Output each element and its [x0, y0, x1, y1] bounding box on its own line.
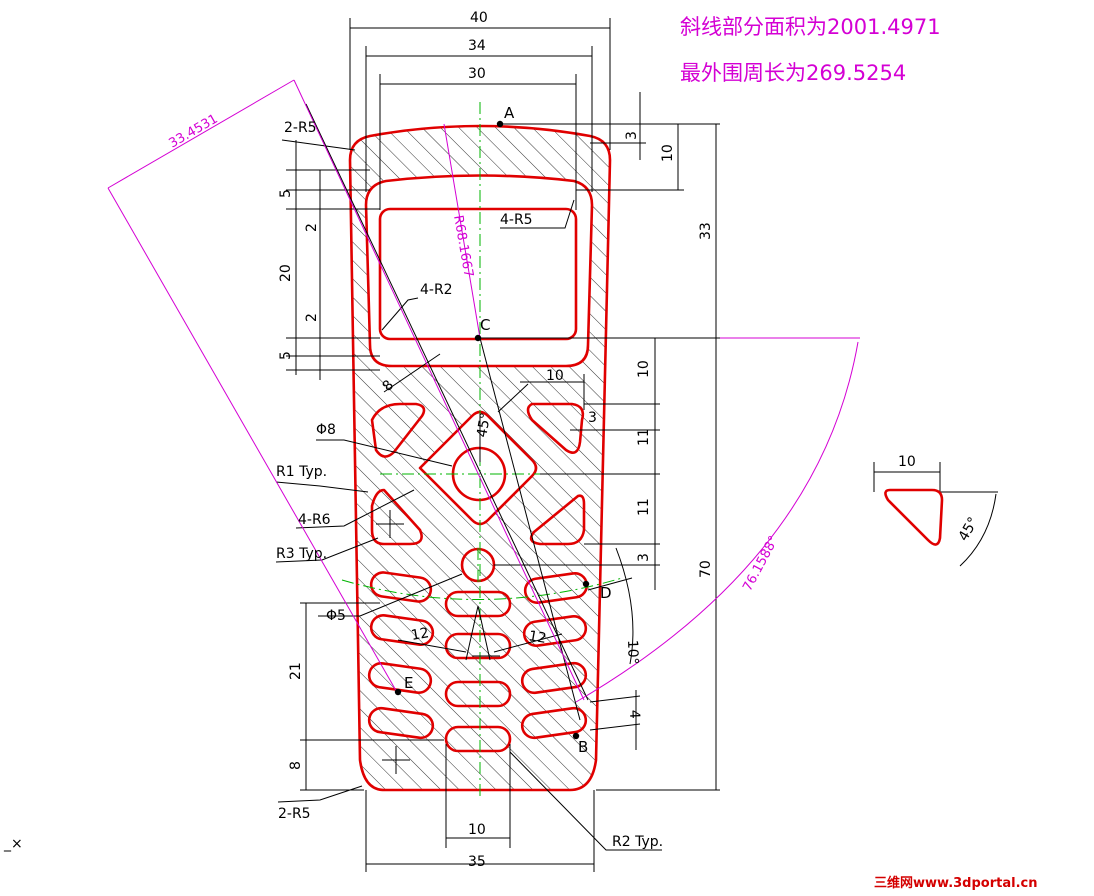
- callout-4-r6: 4-R6: [298, 512, 331, 528]
- dim-45-triangle: 45°: [956, 514, 982, 544]
- perimeter-note: 最外围周长为269.5254: [680, 61, 906, 85]
- callout-r1-typ: R1 Typ.: [276, 464, 327, 480]
- dim-2-top: 2: [304, 223, 320, 232]
- corner-mark: _×: [3, 836, 23, 852]
- dim-3-right: 3: [636, 553, 652, 562]
- callout-4-r2-window: 4-R2: [420, 282, 453, 298]
- dim-10-degree: 10°: [624, 640, 641, 665]
- dim-10-key: 10: [546, 368, 564, 384]
- measure-lines: [107, 79, 860, 703]
- hatched-area: [350, 126, 610, 790]
- callout-phi8: Φ8: [316, 422, 336, 438]
- measure-diagonal-length: 33.4531: [167, 112, 221, 152]
- dim-12-right: 12: [527, 628, 547, 647]
- screen-frame: [364, 174, 594, 368]
- dim-45-diamond: 45°: [474, 411, 494, 438]
- dim-3-top: 3: [624, 131, 640, 140]
- point-label-d: D: [600, 584, 612, 602]
- dim-12-left: 12: [410, 625, 430, 644]
- dim-33: 33: [698, 222, 714, 240]
- dim-width-40: 40: [470, 10, 488, 26]
- callout-phi5: Φ5: [326, 608, 346, 624]
- dim-10-right: 10: [636, 360, 652, 378]
- point-label-b: B: [578, 738, 588, 756]
- dim-11-upper: 11: [636, 428, 652, 446]
- dim-2-bottom: 2: [304, 313, 320, 322]
- dim-70: 70: [698, 560, 714, 578]
- nav-diamond: [418, 410, 538, 526]
- watermark-background: [870, 874, 1084, 892]
- key: [444, 725, 512, 753]
- soft-key-right: [526, 402, 585, 454]
- soft-key-left: [370, 402, 426, 458]
- point-label-c: C: [480, 316, 490, 334]
- dim-5-top: 5: [278, 189, 294, 198]
- dim-8: 8: [288, 761, 304, 770]
- dim-21: 21: [288, 662, 304, 680]
- key: [367, 706, 435, 740]
- dim-10-triangle: 10: [898, 454, 916, 470]
- dim-width-30: 30: [468, 66, 486, 82]
- callout-r2-typ: R2 Typ.: [612, 834, 663, 850]
- dim-4-small: 4: [626, 710, 642, 720]
- watermark: 三维网www.3dportal.cn: [874, 875, 1037, 891]
- area-note: 斜线部分面积为2001.4971: [680, 15, 941, 39]
- key: [520, 661, 588, 695]
- dim-3-key: 3: [588, 410, 597, 426]
- key: [444, 590, 512, 618]
- point-label-a: A: [504, 104, 515, 122]
- measure-arc-radius: R68.1667: [450, 214, 476, 278]
- dim-10-bottom: 10: [468, 822, 486, 838]
- key-points: [394, 120, 590, 740]
- dim-5-bottom: 5: [278, 351, 294, 360]
- measure-angle: 76.1588°: [740, 534, 782, 594]
- key: [369, 614, 435, 646]
- callout-r3-typ: R3 Typ.: [276, 546, 327, 562]
- key: [444, 680, 512, 708]
- centerlines: [341, 102, 623, 800]
- callout-4-r5-window: 4-R5: [500, 212, 533, 228]
- callout-2-r5-bottom: 2-R5: [278, 806, 311, 822]
- key: [444, 632, 512, 660]
- key: [520, 706, 588, 740]
- outer-outline: [348, 124, 612, 792]
- point-label-e: E: [404, 674, 413, 692]
- dim-width-34: 34: [468, 38, 486, 54]
- dim-10-top: 10: [660, 144, 676, 162]
- side-key-right: [529, 494, 586, 546]
- callout-2-r5-top: 2-R5: [284, 120, 317, 136]
- dim-11-lower: 11: [636, 498, 652, 516]
- dim-20: 20: [278, 264, 294, 282]
- dim-35: 35: [468, 854, 486, 870]
- triangle-detail: [884, 488, 944, 546]
- key: [369, 571, 433, 603]
